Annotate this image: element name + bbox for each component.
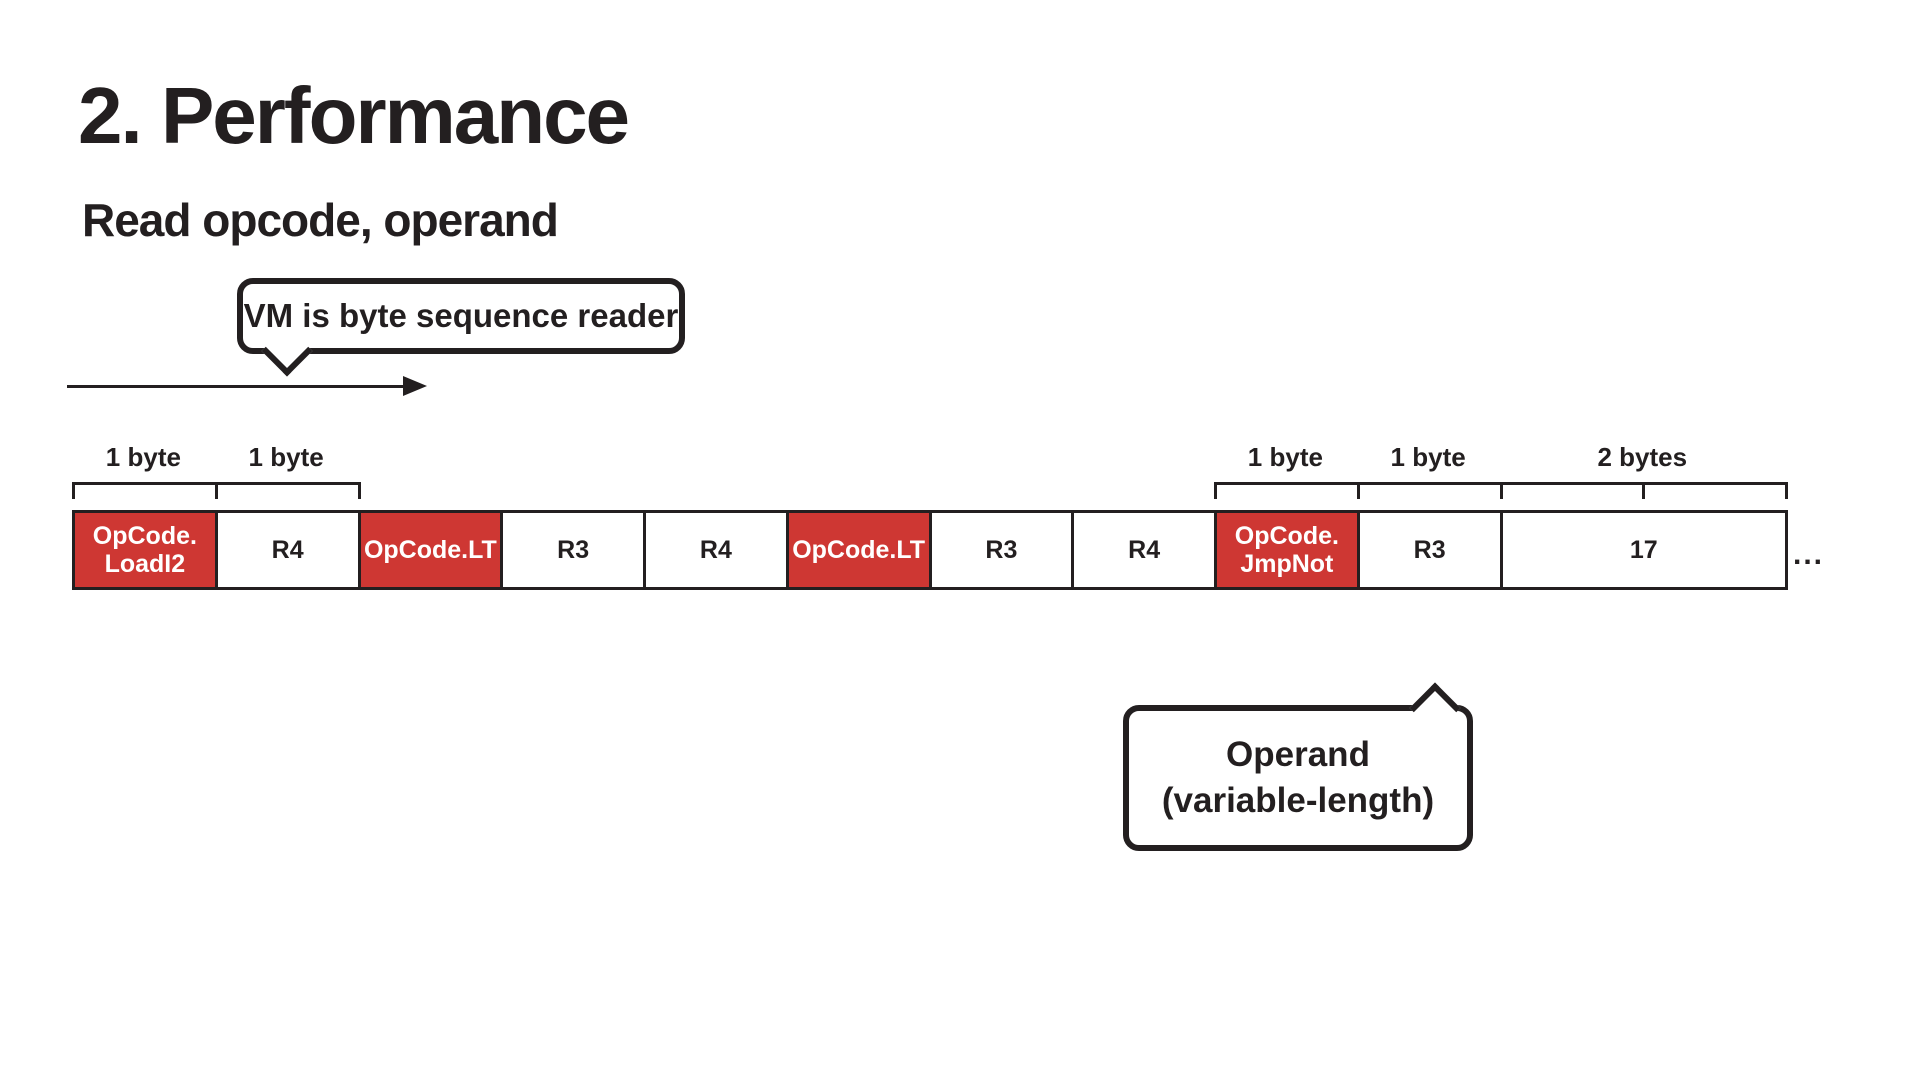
byte-size-label: 2 bytes — [1597, 442, 1688, 472]
callout-vm-reader: VM is byte sequence reader — [237, 278, 685, 377]
byte-size-label: 1 byte — [248, 442, 324, 472]
callout-vm-reader-text: VM is byte sequence reader — [243, 297, 679, 334]
operand-cell: R3 — [500, 510, 646, 590]
ruler-tick — [1356, 482, 1360, 499]
ruler-tick — [1214, 482, 1217, 499]
operand-cell: R3 — [928, 510, 1075, 590]
opcode-cell: OpCode.LT — [785, 510, 932, 590]
ruler-tick — [72, 482, 75, 499]
sequence-ellipsis: ... — [1793, 538, 1825, 571]
opcode-cell: OpCode. LoadI2 — [72, 510, 218, 590]
callout-operand: Operand (variable-length) — [1123, 682, 1473, 851]
ruler-tick — [1785, 482, 1788, 499]
page-title: 2. Performance — [78, 71, 630, 160]
opcode-cell: OpCode.LT — [357, 510, 504, 590]
operand-cell: 17 — [1499, 510, 1788, 590]
arrow-head-icon — [403, 376, 427, 396]
operand-cell: R4 — [1071, 510, 1217, 590]
byte-size-label: 1 byte — [105, 442, 181, 472]
page-subtitle: Read opcode, operand — [82, 194, 559, 246]
ruler-tick — [357, 482, 361, 499]
operand-cell: R4 — [214, 510, 361, 590]
byte-size-label: 1 byte — [1390, 442, 1466, 472]
ruler-tick — [1499, 482, 1503, 499]
callout-operand-text: Operand (variable-length) — [1161, 735, 1435, 820]
ruler-tick — [1642, 482, 1646, 499]
read-direction-arrow-line — [67, 385, 405, 388]
opcode-cell: OpCode. JmpNot — [1214, 510, 1360, 590]
byte-size-label: 1 byte — [1247, 442, 1323, 472]
ruler-tick — [214, 482, 218, 499]
